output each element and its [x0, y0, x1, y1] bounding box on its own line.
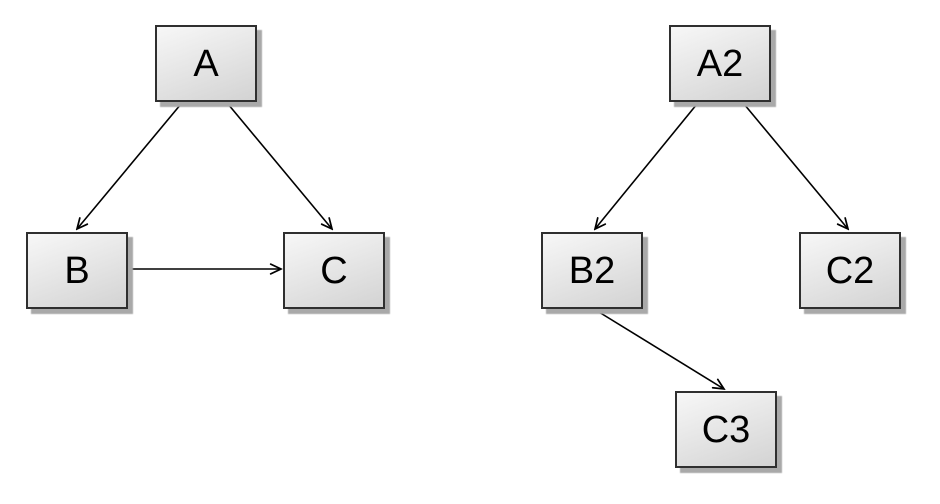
node-label-C: C: [320, 249, 348, 292]
node-C2[interactable]: C2: [799, 232, 901, 309]
node-B[interactable]: B: [26, 232, 128, 309]
edge-A2-to-B2: [595, 103, 698, 229]
edge-B2-to-C3: [593, 308, 724, 389]
node-label-A2: A2: [696, 42, 744, 85]
edge-A-to-C: [227, 103, 332, 229]
node-B2[interactable]: B2: [541, 232, 643, 309]
edge-A2-to-C2: [743, 103, 848, 229]
node-label-B2: B2: [568, 249, 616, 292]
node-A2[interactable]: A2: [669, 25, 771, 102]
node-C3[interactable]: C3: [675, 391, 777, 468]
node-A[interactable]: A: [155, 25, 257, 102]
node-label-C3: C3: [701, 408, 751, 451]
edge-group: [77, 103, 848, 389]
node-label-B: B: [64, 249, 90, 292]
edge-A-to-B: [77, 103, 182, 229]
node-label-A: A: [193, 42, 219, 85]
node-C[interactable]: C: [283, 232, 385, 309]
node-label-C2: C2: [825, 249, 875, 292]
